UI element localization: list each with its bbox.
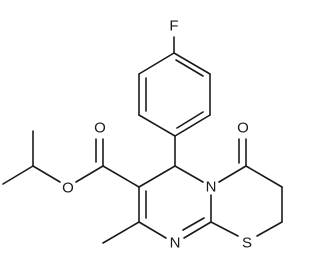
pyrimidine-ring <box>138 165 212 239</box>
bond-ring-ester-c <box>102 165 140 188</box>
bond-ch2-s <box>256 221 283 237</box>
atom-ester-carbonyl-oxygen: O <box>94 120 106 137</box>
bond-methyl <box>102 221 140 244</box>
fluorophenyl-ring <box>138 36 211 137</box>
bond-c6-n <box>174 165 204 183</box>
bond-ester-c-o-ether <box>75 165 104 183</box>
atom-sulfur: S <box>242 235 252 252</box>
atom-ring-nitrogen-bridge: N <box>206 179 217 196</box>
bond-ar-3 <box>174 114 211 137</box>
bond-ar-1 <box>173 52 211 75</box>
atom-ester-ether-oxygen: O <box>62 180 74 197</box>
bond-c8a-n-imine-1 <box>183 221 212 239</box>
bond-s-c8a <box>210 221 239 237</box>
bond-c-ch2 <box>245 165 283 188</box>
chemical-structure-diagram: F O O O N N S <box>2 18 283 252</box>
bond-n-c-methyl <box>138 221 167 239</box>
thiazine-ring <box>210 138 283 237</box>
bond-ar-4 <box>138 114 176 137</box>
bond-c-c6 <box>138 165 176 188</box>
bond-ar-inner-2 <box>176 111 204 129</box>
bond-isopropyl-me-2 <box>2 165 34 185</box>
atom-fluorine: F <box>169 18 178 35</box>
ester-group <box>2 130 140 188</box>
bond-ar-6 <box>138 52 175 75</box>
atom-carbonyl-oxygen: O <box>237 120 249 137</box>
bond-ar-inner-1 <box>175 59 204 77</box>
bond-n-c-carbonyl <box>218 165 247 183</box>
bond-o-isopropyl <box>32 165 61 183</box>
atom-ring-nitrogen-imine: N <box>170 235 181 252</box>
bond-c8a-n-imine-2 <box>182 217 205 231</box>
